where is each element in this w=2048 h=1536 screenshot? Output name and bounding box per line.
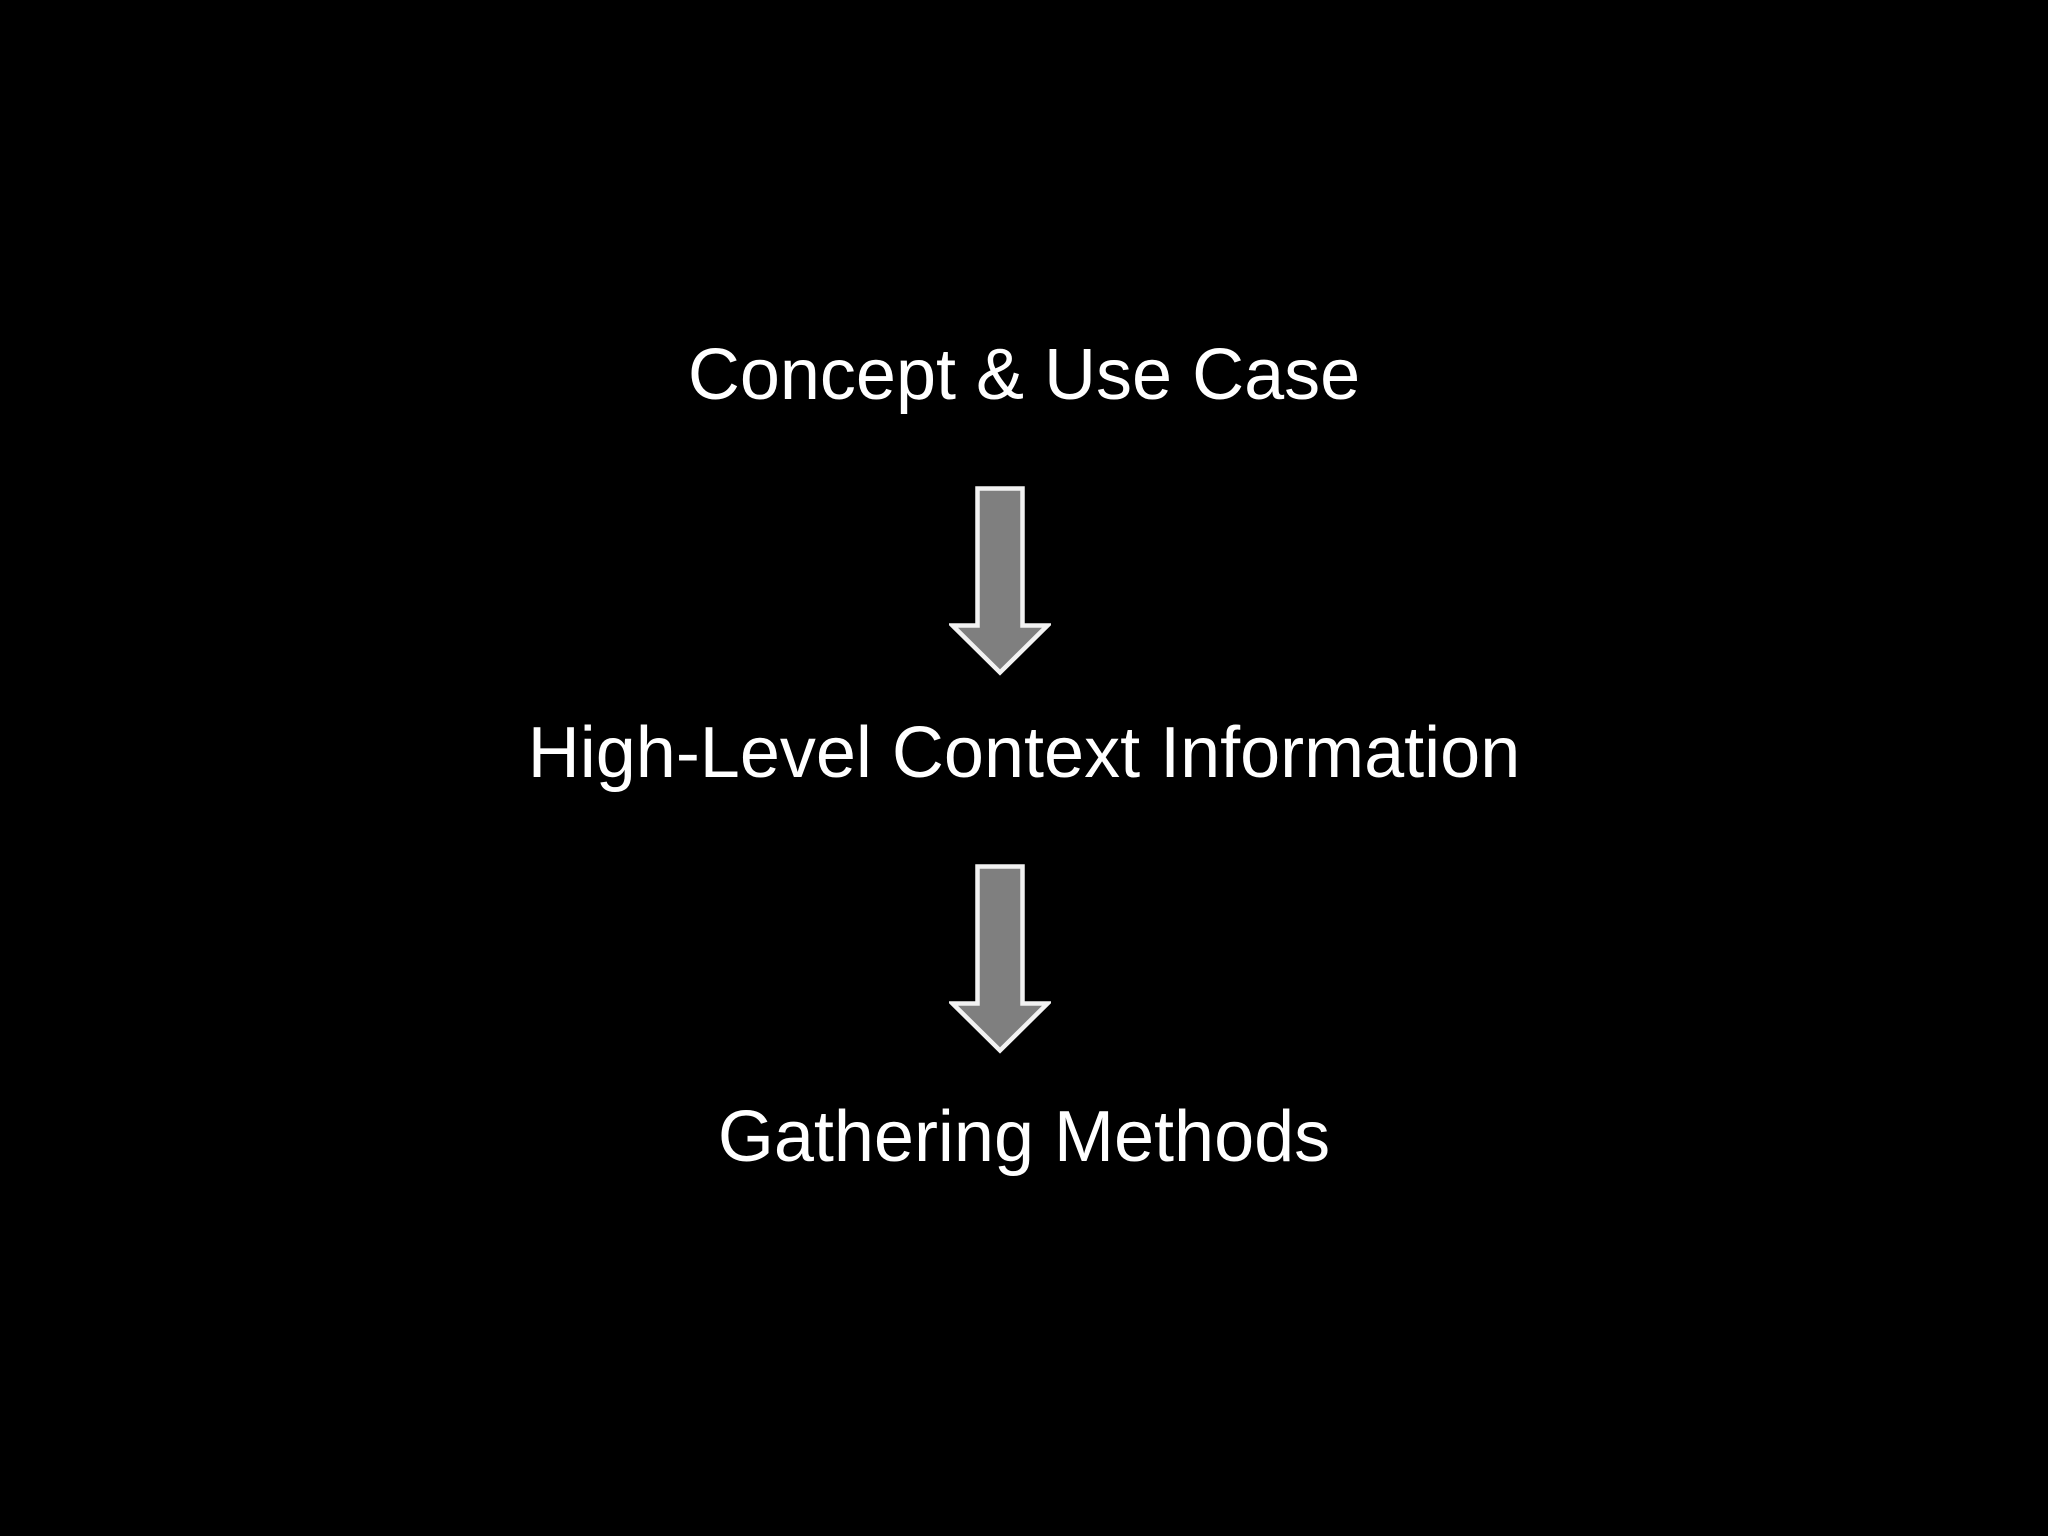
step-label-concept-use-case: Concept & Use Case	[687, 335, 1361, 415]
step-label-gathering-methods: Gathering Methods	[717, 1097, 1331, 1177]
down-arrow-icon	[949, 864, 1051, 1054]
down-arrow-icon	[949, 486, 1051, 676]
step-label-high-level-context-information: High-Level Context Information	[527, 713, 1521, 793]
